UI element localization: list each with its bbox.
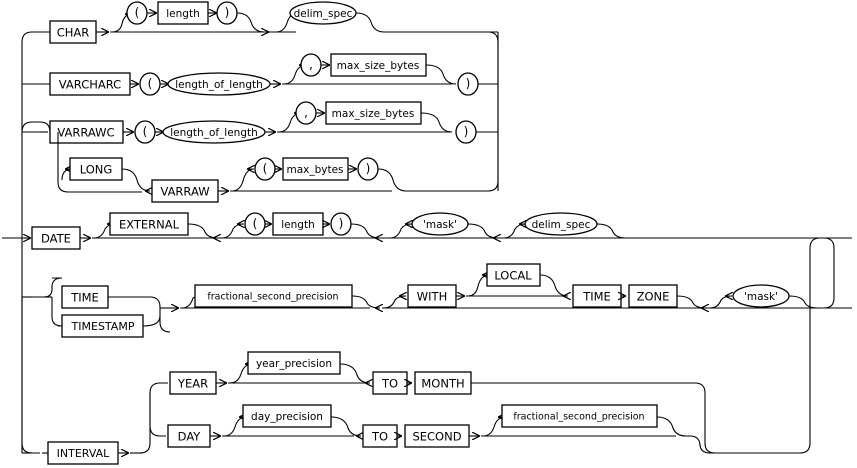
varrawc-label: VARRAWC <box>57 126 114 140</box>
rparen-label-varraw: ) <box>366 162 371 176</box>
fractional-second-precision-box-interval[interactable] <box>501 404 658 428</box>
varcharc-label: VARCHARC <box>59 78 121 92</box>
rparen-label-char: ) <box>225 6 230 20</box>
time-zone-time-label: TIME <box>582 290 611 304</box>
second-label: SECOND <box>412 430 461 444</box>
fractional-second-precision-label-interval: fractional_second_precision <box>513 412 644 423</box>
length-of-length-label-varrawc: length_of_length <box>170 127 258 139</box>
interval-label: INTERVAL <box>57 447 111 460</box>
lparen-label-varraw: ( <box>263 162 268 176</box>
local-label: LOCAL <box>494 269 532 283</box>
to-label-year: TO <box>381 377 398 391</box>
time-label: TIME <box>70 291 99 305</box>
lparen-label-varrawc: ( <box>143 125 148 139</box>
day-label: DAY <box>178 430 202 444</box>
lparen-label-date: ( <box>253 217 258 231</box>
length-label-date: length <box>281 219 314 231</box>
with-label: WITH <box>417 290 447 304</box>
zone-label: ZONE <box>637 290 670 304</box>
length-label-char: length <box>166 8 199 20</box>
delim-spec-label-char: delim_spec <box>294 8 353 20</box>
year-label: YEAR <box>177 377 208 391</box>
delim-spec-label-date: delim_spec <box>532 219 591 231</box>
fractional-second-precision-label-time: fractional_second_precision <box>207 292 338 303</box>
day-precision-box[interactable] <box>242 404 332 428</box>
max-size-bytes-label-varcharc: max_size_bytes <box>337 60 420 72</box>
mask-label-date: 'mask' <box>423 219 457 231</box>
comma-label-varrawc: , <box>304 106 308 120</box>
varrawc-branch: VARRAWC ( length_of_length , max_size_by… <box>21 101 498 144</box>
max-size-bytes-label-varrawc: max_size_bytes <box>332 108 415 120</box>
time-timestamp-branch: TIME TIMESTAMP fractional_second_precisi… <box>22 237 852 338</box>
external-label: EXTERNAL <box>119 218 180 232</box>
lparen-label-char: ( <box>135 6 140 20</box>
year-precision-label: year_precision <box>256 358 332 370</box>
long-label: LONG <box>80 163 113 177</box>
rparen-label-varcharc: ) <box>466 77 471 91</box>
varraw-label: VARRAW <box>160 185 209 199</box>
max-bytes-label: max_bytes <box>286 164 343 176</box>
rparen-label-varrawc: ) <box>464 125 469 139</box>
char-label: CHAR <box>57 26 90 40</box>
comma-label-varcharc: , <box>309 58 313 72</box>
lparen-label-varcharc: ( <box>148 77 153 91</box>
mask-label-time: 'mask' <box>744 291 778 303</box>
month-label: MONTH <box>421 377 464 391</box>
year-precision-box[interactable] <box>247 351 341 375</box>
date-branch: DATE EXTERNAL ( length ) 'mask' delim_sp… <box>24 212 852 250</box>
date-label: DATE <box>41 232 71 246</box>
rparen-label-date: ) <box>339 217 344 231</box>
varcharc-branch: VARCHARC ( length_of_length , max_size_b… <box>49 53 498 96</box>
interval-branch: INTERVAL YEAR year_precision TO MONTH DA… <box>21 237 840 465</box>
char-branch: CHAR ( length ) delim_spec <box>49 1 498 44</box>
long-varraw-branch: LONG VARRAW ( max_bytes ) <box>57 31 499 203</box>
to-label-day: TO <box>371 430 388 444</box>
length-of-length-label-varcharc: length_of_length <box>175 79 263 91</box>
timestamp-label: TIMESTAMP <box>71 320 135 333</box>
day-precision-label: day_precision <box>251 411 323 423</box>
